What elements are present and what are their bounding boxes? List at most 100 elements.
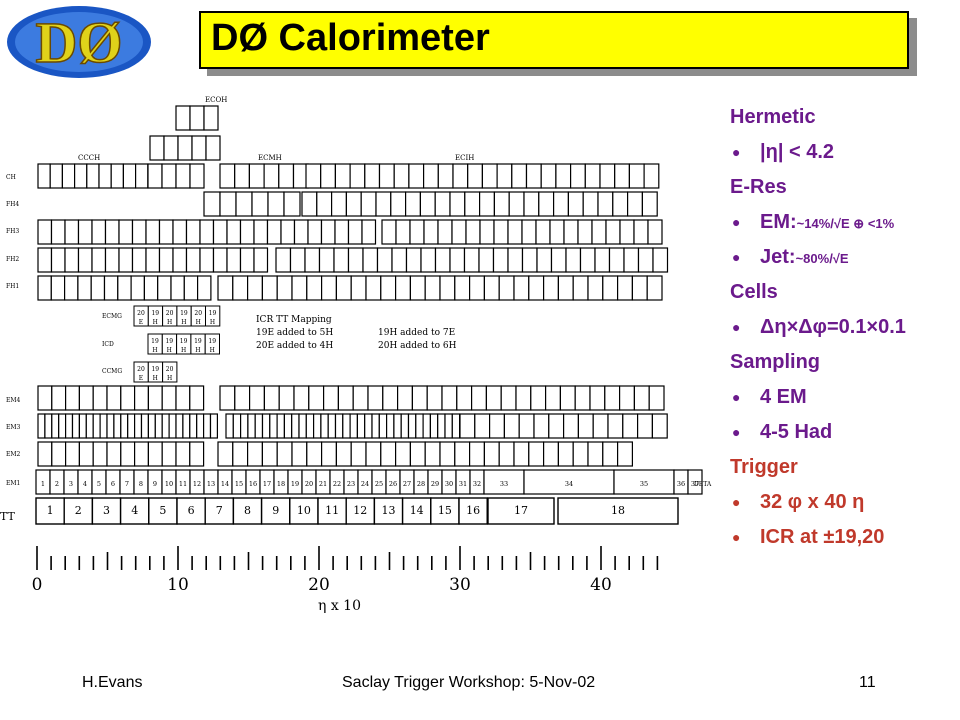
em-cell: [648, 385, 665, 411]
em-cell: [356, 413, 366, 439]
fh-cell: [251, 191, 269, 217]
em-cell: [113, 413, 122, 439]
icr-cell-label: H: [153, 375, 158, 382]
em-cell: [249, 385, 266, 411]
fh-cell: [507, 247, 524, 273]
ch-cell: [110, 163, 124, 189]
fh-cell: [320, 219, 336, 245]
axis-tick-label: 30: [449, 575, 471, 595]
em-cell: [334, 413, 344, 439]
em1-cell-number: 30: [445, 480, 453, 488]
layer-label: CH: [6, 174, 16, 181]
fh-cell: [449, 247, 466, 273]
fh-cell: [185, 219, 201, 245]
fh-cell: [550, 247, 567, 273]
fh-cell: [267, 191, 285, 217]
fh-cell: [158, 247, 174, 273]
em-cell: [232, 413, 242, 439]
em-cell: [327, 413, 337, 439]
em-cell: [92, 441, 108, 467]
em-cell: [261, 413, 271, 439]
icr-cell-label: 19: [151, 310, 159, 317]
fh-cell: [50, 275, 66, 301]
layer-label: EM3: [6, 424, 21, 431]
icr-cell-label: 19: [151, 366, 159, 373]
em-cell: [217, 441, 234, 467]
fh-cell: [608, 247, 625, 273]
icr-cell-label: 19: [165, 338, 173, 345]
fh-cell: [552, 191, 569, 217]
fh-cell: [591, 219, 607, 245]
em-cell: [92, 385, 108, 411]
em-cell: [189, 413, 198, 439]
em-cell: [548, 413, 565, 439]
fh-cell: [239, 219, 255, 245]
em-cell: [577, 413, 594, 439]
icr-cell-label: H: [153, 319, 158, 326]
tt-cell-number: 1: [47, 504, 54, 517]
ch-cell: [189, 163, 205, 189]
fh-cell: [334, 219, 350, 245]
ch-cell: [234, 163, 250, 189]
tt-cell-number: 4: [131, 504, 138, 517]
ch-cell: [349, 163, 366, 189]
em-cell: [409, 441, 426, 467]
bullet-dot-icon: ●: [732, 529, 741, 546]
icr-cell-label: H: [181, 347, 186, 354]
tt-cell-number: 11: [325, 504, 339, 517]
em-cell: [120, 413, 129, 439]
fh-cell: [247, 275, 264, 301]
em-cell: [232, 441, 249, 467]
em-cell: [528, 441, 545, 467]
em-cell: [147, 441, 163, 467]
page-title: DØ Calorimeter: [211, 17, 490, 59]
icr-cell-label: H: [152, 347, 157, 354]
layer-label: FH4: [6, 201, 19, 208]
fh-cell: [307, 219, 323, 245]
ch-cell: [540, 163, 557, 189]
em-cell: [154, 413, 163, 439]
bullet-heading: Hermetic: [730, 106, 816, 128]
fh-cell: [652, 247, 669, 273]
fh-cell: [419, 191, 436, 217]
axis-tick-label: 20: [308, 575, 330, 595]
fh-cell: [345, 191, 362, 217]
tt-cell: [176, 497, 206, 525]
fh-cell: [301, 191, 318, 217]
fh-cell: [199, 247, 215, 273]
layer-label: FH1: [6, 283, 19, 290]
em-cell: [320, 413, 329, 439]
em-cell: [456, 385, 473, 411]
fh-cell: [77, 219, 93, 245]
em1-cell-number: 24: [361, 480, 369, 488]
em-cell: [426, 385, 443, 411]
em1-cell-number: 32: [473, 480, 481, 488]
fh-cell: [131, 219, 147, 245]
bullet-text: ICR at ±19,20: [760, 526, 885, 548]
ecoh-cell: [203, 105, 219, 131]
ecoh-cell: [205, 135, 221, 161]
bullet-text: 4-5 Had: [760, 421, 833, 443]
fh-cell: [633, 219, 649, 245]
fh-cell: [365, 275, 382, 301]
fh-cell: [362, 247, 379, 273]
bullet-heading: Sampling: [730, 351, 821, 373]
em-cell: [335, 441, 352, 467]
fh-cell: [158, 219, 174, 245]
fh-cell: [493, 191, 510, 217]
fh-cell: [391, 247, 408, 273]
fh-cell: [605, 219, 621, 245]
em-cell: [380, 441, 397, 467]
fh-cell: [143, 275, 159, 301]
fh-cell: [197, 275, 212, 301]
em1-cell-number: 35: [640, 480, 648, 488]
em-cell: [71, 413, 81, 439]
fh-cell: [104, 219, 120, 245]
em-cell: [474, 413, 491, 439]
fh-cell: [542, 275, 559, 301]
tt-cell-number: 13: [382, 504, 396, 517]
em-cell: [636, 413, 653, 439]
em1-cell-number: 15: [235, 480, 243, 488]
fh-cell: [464, 191, 481, 217]
tt-cell-number: 2: [75, 504, 82, 517]
